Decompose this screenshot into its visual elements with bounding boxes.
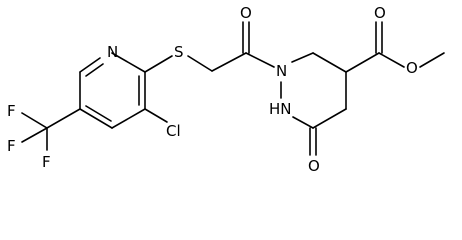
- bond-c6r-c5r: [312, 52, 347, 73]
- bond-n1-c6r: [291, 52, 314, 63]
- bond-c4-c5-inner: [85, 105, 112, 122]
- bond-oester-ch3: [419, 52, 445, 68]
- bond-c5r-cester: [345, 52, 380, 73]
- atom-label-fluorine-bottom: F: [42, 153, 51, 171]
- bond-c5-cf3: [46, 108, 81, 129]
- bond-s-ch2: [187, 55, 213, 72]
- bond-c4r-c3r: [312, 108, 347, 129]
- atom-label-fluorine-left: F: [7, 137, 16, 155]
- bond-ch2-co: [211, 52, 247, 72]
- structure-diagram: N S Cl F F F O N HN O O O: [7, 4, 445, 175]
- bond-cf3-f1: [21, 112, 48, 129]
- bonds: [21, 21, 445, 156]
- atom-label-fluorine-top: F: [7, 102, 16, 120]
- atom-label-ester-oxygen: O: [406, 59, 418, 77]
- bond-c6-n-inner: [85, 63, 104, 77]
- bond-c3-c4: [111, 108, 146, 129]
- atom-label-ester-carbonyl-oxygen: O: [374, 4, 386, 22]
- bond-c4-c5: [79, 108, 113, 129]
- atom-label-ring-nh: HN: [269, 100, 292, 118]
- atom-labels: N S Cl F F F O N HN O O O: [7, 4, 418, 175]
- bond-c2-s: [144, 55, 173, 73]
- atom-label-sulfur: S: [174, 43, 184, 61]
- atom-label-acyl-oxygen: O: [240, 4, 252, 22]
- bond-c3r-nh: [292, 116, 314, 129]
- bond-c6-n: [79, 57, 101, 73]
- atom-label-lactam-oxygen: O: [308, 157, 320, 175]
- bond-co-n1: [245, 52, 275, 68]
- atom-label-pyridine-n: N: [107, 43, 118, 61]
- atom-label-ring-n1: N: [276, 62, 287, 80]
- bond-c3-cl: [144, 108, 168, 123]
- bond-n-c2: [111, 52, 146, 73]
- atom-label-chlorine: Cl: [166, 122, 181, 140]
- bond-cester-oester: [378, 52, 405, 68]
- bond-cf3-f2: [21, 127, 48, 143]
